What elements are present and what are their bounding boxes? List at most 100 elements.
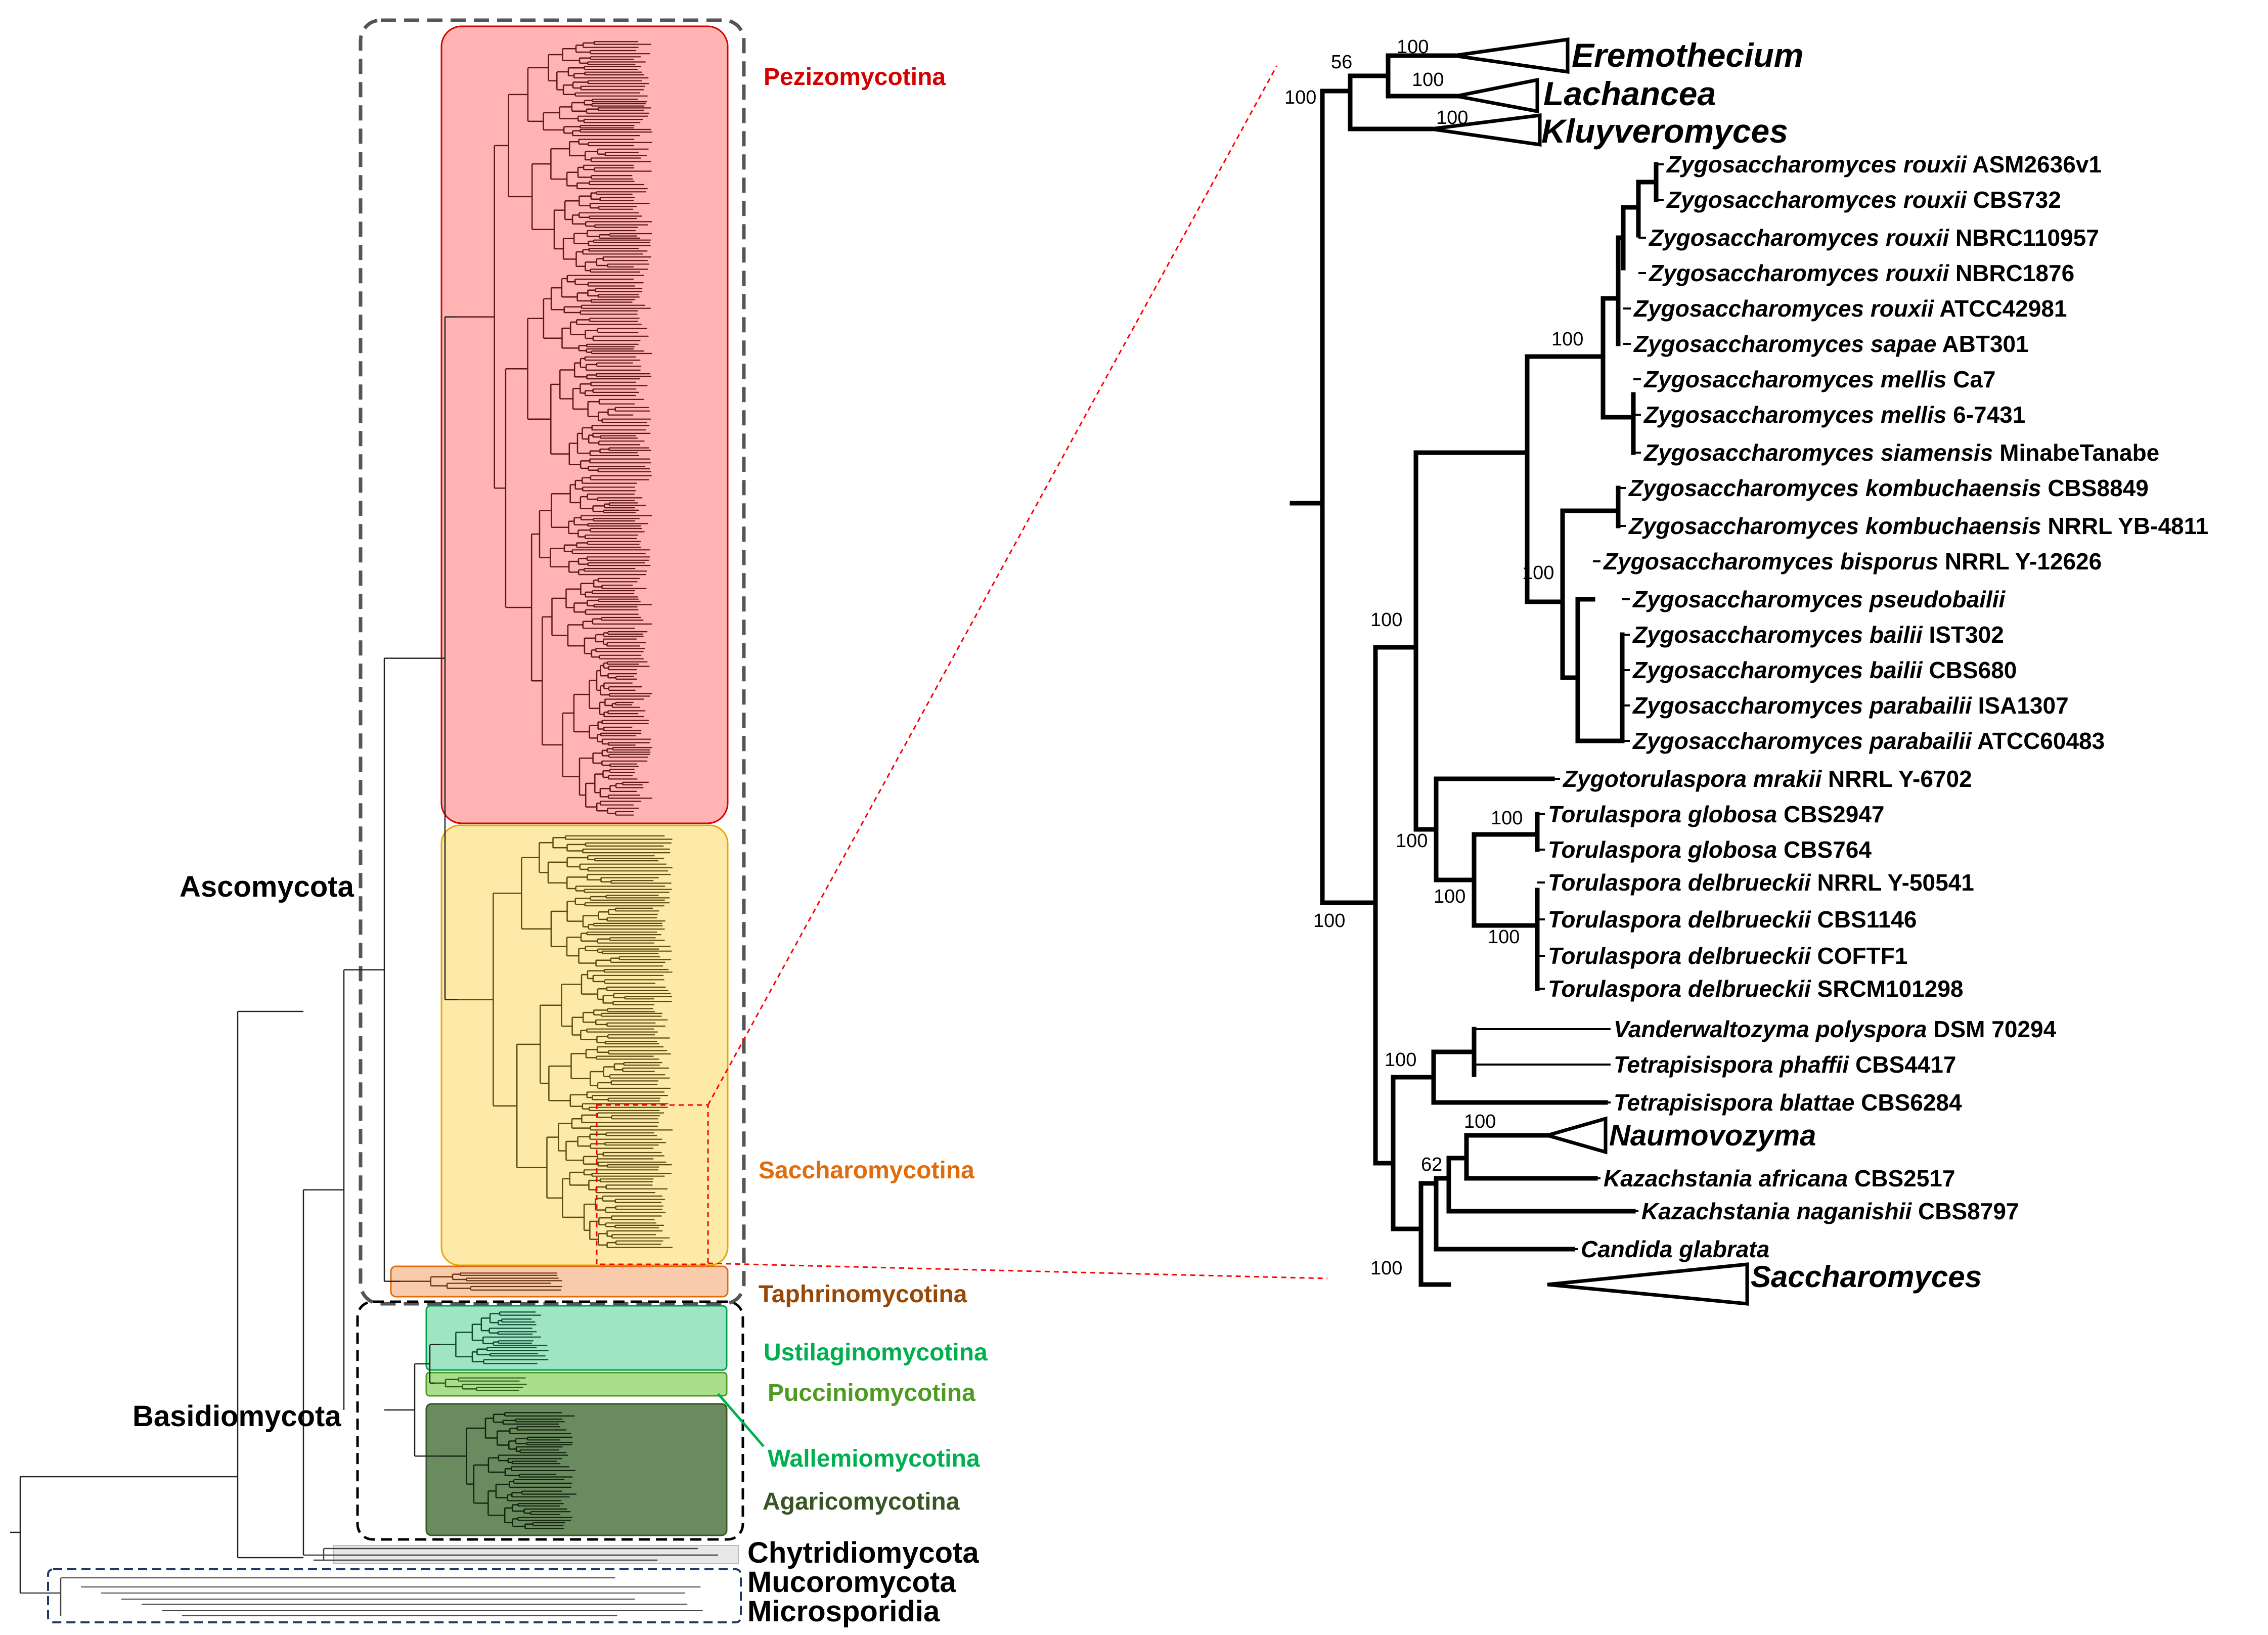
label-naumovozyma: Naumovozyma [1609,1119,1816,1152]
taxon-strain: ABT301 [1936,331,2028,357]
taxon-species: Zygosaccharomyces kombuchaensis [1628,513,2041,539]
bootstrap-label: 100 [1522,562,1554,584]
taxon-strain: 6-7431 [1946,402,2025,428]
left-tree-branches [10,41,718,1616]
label-ustilaginomycotina: Ustilaginomycotina [764,1339,988,1366]
taxon-species: Zygosaccharomyces kombuchaensis [1628,475,2041,501]
taxon-strain: CBS1146 [1811,906,1917,933]
taxon-species: Zygosaccharomyces rouxii [1666,151,1967,178]
taxon-strain: NBRC110957 [1949,225,2099,251]
taxon-label: Zygosaccharomyces parabailii ATCC60483 [1632,728,2105,754]
taxon-species: Zygosaccharomyces bisporus [1603,548,1938,575]
taxon-strain: CBS4417 [1849,1051,1956,1078]
taxon-strain: IST302 [1923,622,2004,648]
zoom-line-top [707,65,1278,1106]
taxon-strain: Ca7 [1946,366,1995,392]
taxon-species: Zygosaccharomyces rouxii [1666,187,1967,213]
taxon-strain: CBS8797 [1911,1198,2019,1224]
label-saccharomyces: Saccharomyces [1751,1260,1982,1294]
taxon-species: Zygosaccharomyces bailii [1632,622,1923,648]
taxon-strain: NRRL YB-4811 [2041,513,2209,539]
lachancea-triangle [1431,113,1542,147]
taxon-strain: ASM2636v1 [1967,151,2102,178]
bootstrap-values: 100 56 100 100 100 100 100 100 100 100 1… [1284,36,1583,1279]
taxon-label: Torulaspora globosa CBS2947 [1548,801,1884,827]
taxon-species: Zygosaccharomyces rouxii [1633,295,1934,322]
label-pezizomycotina: Pezizomycotina [764,64,946,91]
taxon-species: Zygosaccharomyces siamensis [1643,439,1993,466]
label-eremothecium: Eremothecium [1572,36,1803,74]
wallemiomycotina-connector [717,1393,765,1447]
taxon-label: Zygotorulaspora mrakii NRRL Y-6702 [1562,766,1972,792]
taxon-strain: ATCC60483 [1972,728,2105,754]
taxon-strain: NRRL Y-50541 [1811,869,1974,896]
microsporidia-outline [47,1568,742,1623]
label-taphrinomycotina: Taphrinomycotina [759,1281,967,1308]
taxon-species: Vanderwaltozyma polyspora [1614,1016,1927,1042]
taxon-label: Zygosaccharomyces mellis Ca7 [1643,366,1996,392]
taxon-species: Zygosaccharomyces mellis [1643,366,1946,392]
pezizomycotina-box [440,25,729,824]
taxon-label: Torulaspora delbrueckii COFTF1 [1548,943,1907,969]
right-tree-branches [1289,53,1659,1287]
taxon-label: Torulaspora delbrueckii CBS1146 [1548,906,1917,933]
bootstrap-label: 100 [1412,69,1444,91]
taxon-label: Zygosaccharomyces rouxii ATCC42981 [1633,295,2067,322]
taxon-strain: CBS2947 [1777,801,1884,827]
taxon-strain: NRRL Y-12626 [1938,548,2102,575]
taxon-strain: ISA1307 [1972,692,2069,719]
taxon-strain: CBS6284 [1854,1089,1962,1116]
bootstrap-label: 100 [1434,886,1465,907]
taxon-strain: CBS8849 [2041,475,2149,501]
eremothecium-triangle [1453,37,1570,74]
agaricomycotina-box [425,1403,728,1536]
taxon-species: Zygosaccharomyces bailii [1632,657,1923,683]
bootstrap-label: 100 [1313,910,1345,932]
kluyveromyces-triangle [1456,77,1539,114]
fungal-phylogeny-overview: Pezizomycotina Saccharomycotina Taphrino… [10,18,1328,1628]
taxon-species: Zygosaccharomyces rouxii [1648,225,1949,251]
collapsed-clades [1431,37,1749,1306]
taxon-species: Torulaspora globosa [1548,836,1777,863]
taxon-strain: ATCC42981 [1934,295,2067,322]
bootstrap-label: 100 [1488,926,1520,948]
taxon-label: Zygosaccharomyces pseudobailii [1632,586,2006,612]
taxon-label: Zygosaccharomyces rouxii NBRC110957 [1648,225,2099,251]
label-ascomycota: Ascomycota [180,870,354,903]
taxon-species: Torulaspora delbrueckii [1548,943,1811,969]
taxon-label: Zygosaccharomyces rouxii NBRC1876 [1648,260,2074,286]
bootstrap-label: 62 [1421,1154,1442,1175]
taxon-species: Tetrapisispora blattae [1614,1089,1854,1116]
taxon-strain: CBS732 [1967,187,2061,213]
taxon-label: Kazachstania naganishii CBS8797 [1641,1198,2019,1224]
bootstrap-label: 100 [1464,1111,1496,1132]
taxon-label: Zygosaccharomyces siamensis MinabeTanabe [1643,439,2159,466]
saccharomyces-triangle [1547,1262,1749,1306]
taxon-label: Tetrapisispora blattae CBS6284 [1614,1089,1962,1116]
taxon-species: Candida glabrata [1581,1236,1769,1262]
taxon-label: Torulaspora globosa CBS764 [1548,836,1872,863]
taxon-label: Zygosaccharomyces kombuchaensis CBS8849 [1628,475,2149,501]
taxon-species: Zygosaccharomyces rouxii [1648,260,1949,286]
taxon-strain: SRCM101298 [1811,976,1964,1002]
taxon-label: Zygosaccharomyces mellis 6-7431 [1643,402,2025,428]
bootstrap-label: 100 [1385,1049,1416,1071]
taxon-strain: CBS2517 [1848,1165,1955,1191]
label-agaricomycotina: Agaricomycotina [763,1488,960,1515]
taxon-species: Kazachstania naganishii [1641,1198,1912,1224]
bootstrap-label: 100 [1551,329,1583,350]
label-chytridiomycota: Chytridiomycota [747,1536,979,1569]
bootstrap-label: 100 [1370,1258,1402,1279]
taxon-strain: NRRL Y-6702 [1821,766,1972,792]
ascomycota-outline [359,18,746,1306]
taxon-label: Torulaspora delbrueckii SRCM101298 [1548,976,1964,1002]
bootstrap-label: 100 [1396,830,1428,852]
label-mucoromycota: Mucoromycota [747,1566,956,1599]
zoom-line-bottom [707,1262,1328,1279]
saccharomycetaceae-subtree: Zygosaccharomyces rouxii ASM2636v1Zygosa… [1284,36,2209,1306]
zoom-region-box [596,1104,709,1265]
taxon-label: Torulaspora delbrueckii NRRL Y-50541 [1548,869,1974,896]
bootstrap-label: 100 [1370,609,1402,631]
taxon-label: Vanderwaltozyma polyspora DSM 70294 [1614,1016,2057,1042]
taxon-strain: MinabeTanabe [1993,439,2159,466]
